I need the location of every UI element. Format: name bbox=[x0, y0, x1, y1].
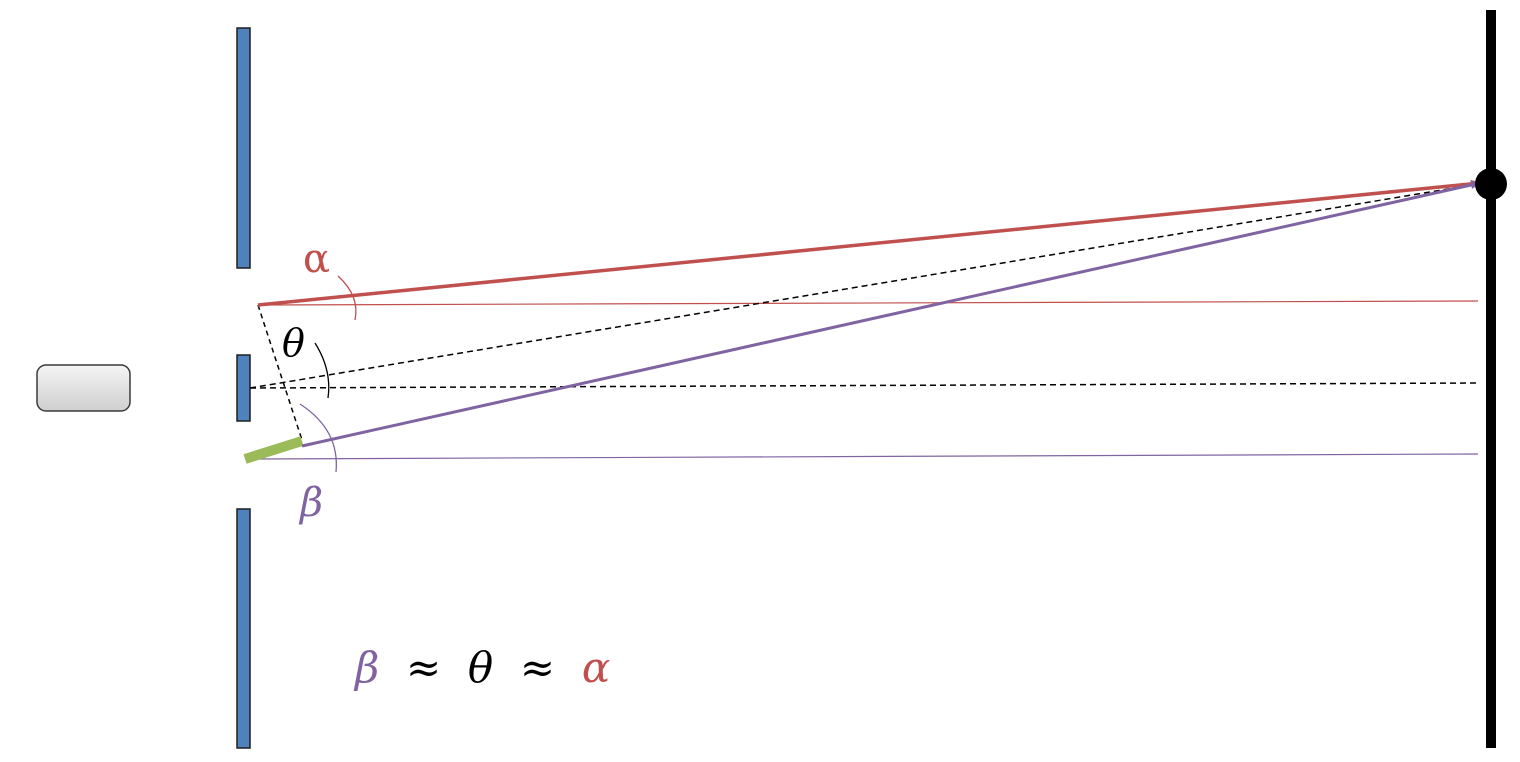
theta-angle-arc bbox=[314, 342, 330, 399]
observation-point bbox=[1475, 168, 1507, 200]
theta-label: θ bbox=[282, 321, 305, 365]
barrier-top bbox=[236, 27, 251, 269]
purple-reference-line bbox=[249, 453, 1479, 460]
equation-approx-1: ≈ bbox=[393, 643, 455, 692]
equation-theta: θ bbox=[468, 643, 493, 692]
center-axis-dashed-line bbox=[249, 382, 1479, 389]
equation-beta: β bbox=[353, 643, 379, 692]
purple-ray bbox=[301, 181, 1481, 448]
red-reference-line bbox=[257, 300, 1479, 306]
path-difference-segment bbox=[243, 436, 304, 464]
barrier-bottom bbox=[236, 508, 251, 749]
equation-alpha: α bbox=[582, 643, 610, 692]
center-ray-dashed-line bbox=[249, 183, 1479, 389]
light-source-icon bbox=[36, 364, 131, 412]
perpendicular-dashed-line bbox=[257, 304, 303, 441]
approximation-equation: β ≈ θ ≈ α bbox=[353, 643, 610, 692]
barrier-middle bbox=[236, 354, 251, 422]
equation-approx-2: ≈ bbox=[507, 643, 569, 692]
alpha-label: α bbox=[303, 236, 330, 282]
beta-angle-arc bbox=[299, 403, 338, 473]
alpha-angle-arc bbox=[337, 275, 357, 321]
beta-label: β bbox=[298, 480, 323, 526]
red-ray bbox=[257, 179, 1481, 307]
